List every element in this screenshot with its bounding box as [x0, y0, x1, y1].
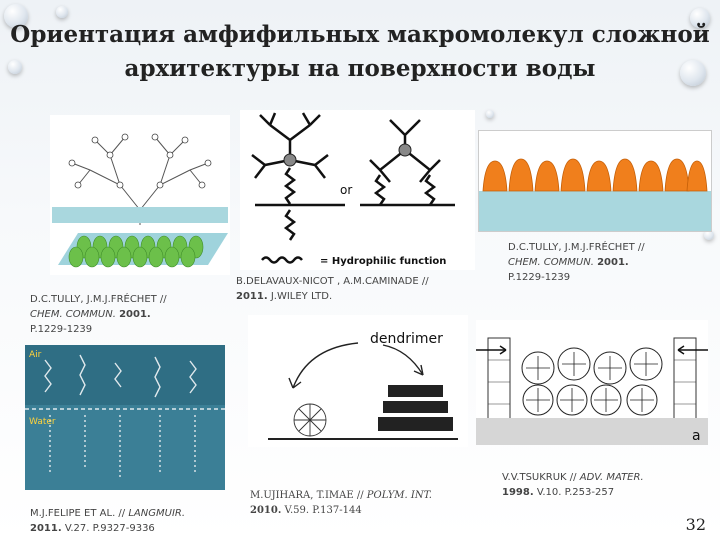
slide-title: Ориентация амфифильных макромолекул слож…	[0, 18, 720, 86]
caption-authors: M.UJIHARA, T.IMAE //	[250, 490, 364, 501]
water-drop-decoration	[4, 4, 28, 28]
simulation-image: Air Water	[25, 345, 225, 477]
title-line-1: Ориентация амфифильных макромолекул слож…	[10, 21, 710, 48]
caption-pages: V.10. P.253-257	[536, 487, 615, 498]
caption-year: 2001.	[119, 309, 151, 320]
panel-a-label: a	[692, 428, 701, 444]
trough-diagram: a	[476, 337, 708, 445]
dendron-diagram	[52, 133, 228, 268]
water-drop-decoration	[704, 230, 714, 240]
caption-authors: M.J.FELIPE ET AL. //	[30, 508, 126, 519]
caption-year: 2011.	[30, 523, 62, 534]
hydrophilic-function-label: = Hydrophilic function	[320, 256, 446, 267]
caption-authors: V.V.TSUKRUK //	[502, 472, 577, 483]
dendrimer-diagram: dendrimer	[268, 331, 458, 440]
dendrimer-label: dendrimer	[370, 331, 443, 347]
figure-hydrophilic-dendrimer: or = Hydrophilic function	[240, 110, 475, 270]
caption-2: B.DELAVAUX-NICOT , A.M.CAMINADE // 2011.…	[236, 274, 476, 304]
caption-year: 2001.	[597, 257, 629, 268]
or-label: or	[340, 183, 352, 197]
caption-journal: ADV. MATER.	[579, 472, 644, 483]
caption-authors: B.DELAVAUX-NICOT , A.M.CAMINADE //	[236, 276, 429, 287]
caption-pages: V.59. P.137-144	[284, 505, 362, 516]
water-drop-decoration	[56, 6, 68, 18]
orange-diagram	[479, 158, 711, 231]
figure-langmuir-trough: a	[476, 320, 708, 445]
caption-publisher: J.WILEY LTD.	[270, 291, 333, 302]
page-number: 32	[685, 515, 706, 534]
figure-orange-monolayer	[478, 130, 712, 232]
caption-pages: P.1229-1239	[508, 272, 571, 283]
caption-pages: P.1229-1239	[30, 324, 93, 335]
water-drop-decoration	[8, 60, 22, 74]
caption-year: 2011.	[236, 291, 268, 302]
caption-4: M.J.FELIPE ET AL. // LANGMUIR. 2011. V.2…	[30, 506, 230, 536]
caption-pages: V.27. P.9327-9336	[64, 523, 155, 534]
figure-air-water-simulation: Air Water	[25, 345, 225, 490]
title-line-2: архитектуры на поверхности воды	[124, 55, 596, 82]
water-drop-decoration	[690, 8, 710, 28]
caption-journal: POLYM. INT.	[366, 490, 432, 501]
caption-year: 2010.	[250, 505, 282, 516]
water-drop-decoration	[486, 110, 494, 118]
figure-dendron-monolayer	[50, 115, 230, 275]
caption-journal: LANGMUIR.	[128, 508, 186, 519]
air-label: Air	[29, 350, 42, 360]
hydrophilic-diagram: or = Hydrophilic function	[251, 112, 455, 267]
caption-journal: CHEM. COMMUN.	[508, 257, 594, 268]
water-label: Water	[29, 417, 56, 427]
caption-journal: CHEM. COMMUN.	[30, 309, 116, 320]
water-drop-decoration	[680, 60, 706, 86]
caption-3: D.C.TULLY, J.M.J.FRÉCHET // CHEM. COMMUN…	[508, 240, 708, 285]
caption-year: 1998.	[502, 487, 534, 498]
caption-authors: D.C.TULLY, J.M.J.FRÉCHET //	[30, 294, 167, 305]
caption-6: V.V.TSUKRUK // ADV. MATER. 1998. V.10. P…	[502, 470, 712, 500]
caption-5: M.UJIHARA, T.IMAE // POLYM. INT. 2010. V…	[250, 488, 490, 518]
figure-dendrimer-adsorption: dendrimer	[248, 315, 468, 447]
caption-authors: D.C.TULLY, J.M.J.FRÉCHET //	[508, 242, 645, 253]
caption-1: D.C.TULLY, J.M.J.FRÉCHET // CHEM. COMMUN…	[30, 292, 230, 337]
